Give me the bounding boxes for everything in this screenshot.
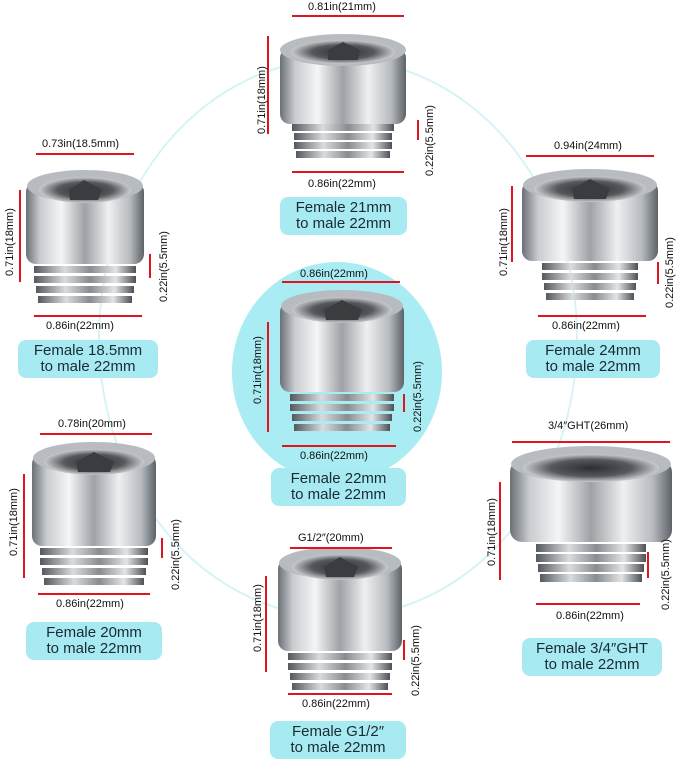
fitting-22mm-image bbox=[280, 290, 404, 431]
f185-label-line1: Female 18.5mm bbox=[33, 342, 143, 359]
f20-top-dimension: 0.78in(20mm) bbox=[58, 418, 126, 430]
f24-top-dimension: 0.94in(24mm) bbox=[554, 140, 622, 152]
f20-bottom-dimension: 0.86in(22mm) bbox=[56, 598, 124, 610]
fg12-top-dimension: G1/2″(20mm) bbox=[298, 532, 364, 544]
fg12-label-line2: to male 22mm bbox=[290, 739, 386, 756]
f21-label-line2: to male 22mm bbox=[295, 215, 392, 232]
fght-label-line2: to male 22mm bbox=[544, 656, 640, 673]
f21-height-dimension: 0.71in(18mm) bbox=[256, 66, 268, 134]
f185-height-dimension: 0.71in(18mm) bbox=[4, 208, 16, 276]
f22-label: Female 22mm to male 22mm bbox=[271, 468, 406, 506]
fg12-height-dimension: 0.71in(18mm) bbox=[252, 584, 264, 652]
f22-label-line1: Female 22mm bbox=[290, 470, 387, 487]
fitting-20mm-image bbox=[32, 442, 156, 585]
f185-bottom-dimension: 0.86in(22mm) bbox=[46, 320, 114, 332]
f21-label: Female 21mm to male 22mm bbox=[280, 197, 407, 235]
fitting-18-5mm-image bbox=[26, 170, 144, 303]
fitting-21mm-image bbox=[280, 34, 406, 158]
fght-bottom-dimension: 0.86in(22mm) bbox=[556, 610, 624, 622]
f21-bottom-dimension: 0.86in(22mm) bbox=[308, 178, 376, 190]
f20-thread-dimension: 0.22in(5.5mm) bbox=[170, 519, 182, 590]
f20-label-line2: to male 22mm bbox=[46, 640, 142, 657]
f185-thread-dimension: 0.22in(5.5mm) bbox=[158, 231, 170, 302]
fght-top-dimension: 3/4″GHT(26mm) bbox=[548, 420, 629, 432]
f22-top-dimension: 0.86in(22mm) bbox=[300, 268, 368, 280]
f185-label: Female 18.5mm to male 22mm bbox=[18, 340, 158, 378]
f24-label-line2: to male 22mm bbox=[545, 358, 641, 375]
fght-thread-dimension: 0.22in(5.5mm) bbox=[660, 539, 672, 610]
f24-thread-dimension: 0.22in(5.5mm) bbox=[664, 237, 676, 308]
f22-thread-dimension: 0.22in(5.5mm) bbox=[412, 361, 424, 432]
fitting-24mm-image bbox=[522, 169, 658, 300]
fg12-label-line1: Female G1/2″ bbox=[291, 723, 384, 740]
f20-label-line1: Female 20mm bbox=[46, 624, 142, 641]
f22-bottom-dimension: 0.86in(22mm) bbox=[300, 450, 368, 462]
fg12-label: Female G1/2″ to male 22mm bbox=[270, 721, 406, 759]
f21-thread-dimension: 0.22in(5.5mm) bbox=[424, 105, 436, 176]
f24-height-dimension: 0.71in(18mm) bbox=[498, 208, 510, 276]
f185-label-line2: to male 22mm bbox=[40, 358, 136, 375]
fitting-g12-image bbox=[278, 547, 402, 690]
f21-label-line1: Female 21mm bbox=[295, 199, 392, 216]
f20-label: Female 20mm to male 22mm bbox=[26, 622, 162, 660]
f24-label-line1: Female 24mm bbox=[545, 342, 641, 359]
fght-height-dimension: 0.71in(18mm) bbox=[486, 498, 498, 566]
f24-bottom-dimension: 0.86in(22mm) bbox=[552, 320, 620, 332]
fitting-ght-image bbox=[510, 446, 672, 582]
fght-label: Female 3/4″GHT to male 22mm bbox=[522, 638, 662, 676]
f20-height-dimension: 0.71in(18mm) bbox=[8, 488, 20, 556]
f21-top-dimension: 0.81in(21mm) bbox=[308, 1, 376, 13]
f22-label-line2: to male 22mm bbox=[290, 486, 387, 503]
f185-top-dimension: 0.73in(18.5mm) bbox=[42, 138, 120, 150]
fg12-bottom-dimension: 0.86in(22mm) bbox=[302, 698, 370, 710]
fg12-thread-dimension: 0.22in(5.5mm) bbox=[410, 625, 422, 696]
fght-label-line1: Female 3/4″GHT bbox=[535, 640, 648, 657]
f22-height-dimension: 0.71in(18mm) bbox=[252, 336, 264, 404]
f24-label: Female 24mm to male 22mm bbox=[526, 340, 660, 378]
